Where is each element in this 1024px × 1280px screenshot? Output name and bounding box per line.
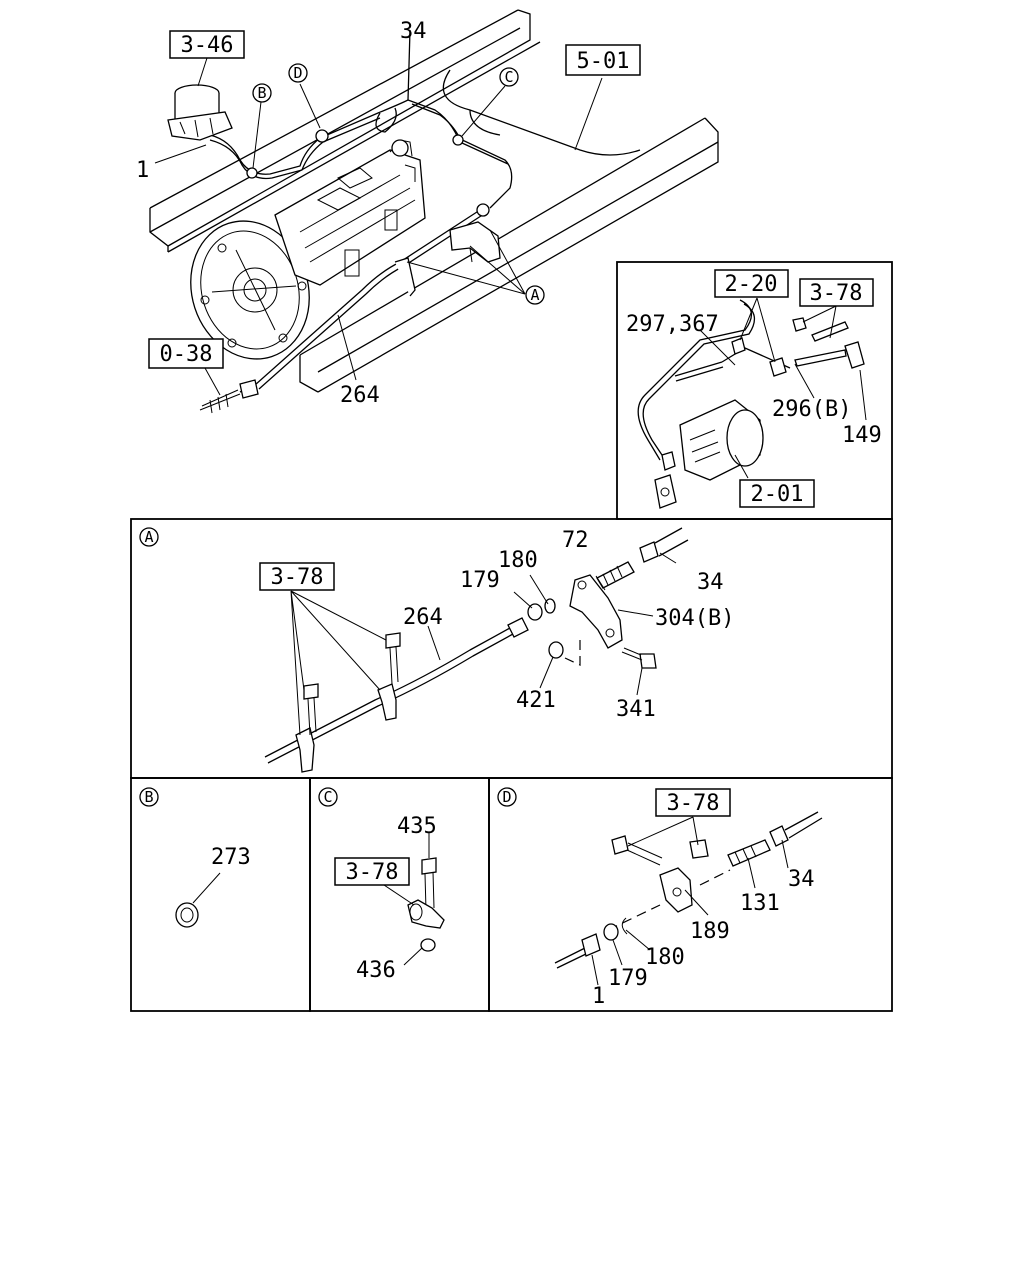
- ref-box-5-01: 5-01: [565, 44, 641, 76]
- main-assembly-view: 3-46 5-01 0-38 34 1 264 B D C A: [136, 9, 719, 414]
- svg-text:3-46: 3-46: [181, 33, 234, 58]
- svg-text:A: A: [144, 528, 153, 546]
- detail-d-label-179: 179: [608, 966, 648, 991]
- callout-b: B: [252, 83, 272, 103]
- svg-text:2-20: 2-20: [725, 272, 778, 297]
- detail-b-panel: B 273: [130, 777, 311, 1012]
- transmission: [190, 139, 426, 360]
- callout-d: D: [288, 63, 308, 83]
- svg-text:3-78: 3-78: [346, 860, 399, 885]
- air-valve: [167, 84, 233, 141]
- ref-box-3-46: 3-46: [169, 30, 245, 59]
- inset-ref-box-2-20: 2-20: [714, 269, 789, 298]
- callout-a: A: [525, 285, 545, 305]
- detail-c-ref-box-3-78: 3-78: [334, 857, 410, 886]
- svg-text:A: A: [530, 286, 539, 304]
- label-264: 264: [340, 383, 380, 408]
- cable-brackets: [394, 221, 501, 297]
- detail-d-panel: D 3-78 34 131: [488, 777, 893, 1012]
- label-34: 34: [400, 19, 427, 44]
- detail-d-label-131: 131: [740, 891, 780, 916]
- detail-a-label-421: 421: [516, 688, 556, 713]
- svg-text:C: C: [323, 788, 332, 806]
- detail-a-label-304b: 304(B): [655, 606, 734, 631]
- inset-panel: 2-20 3-78 2-01 297,367 296(B) 149: [616, 261, 893, 520]
- svg-text:C: C: [504, 68, 513, 86]
- detail-c-label-435: 435: [397, 814, 437, 839]
- label-296b: 296(B): [772, 397, 851, 422]
- detail-a-label-264: 264: [403, 605, 443, 630]
- svg-text:0-38: 0-38: [160, 342, 213, 367]
- inset-ref-box-3-78: 3-78: [799, 278, 874, 307]
- detail-a-panel: A: [130, 518, 893, 779]
- svg-text:2-01: 2-01: [751, 482, 804, 507]
- svg-text:D: D: [502, 788, 511, 806]
- label-149: 149: [842, 423, 882, 448]
- detail-a-ref-box-3-78: 3-78: [259, 562, 335, 591]
- svg-text:D: D: [293, 64, 302, 82]
- detail-c-panel: C 3-78 435 436: [309, 777, 490, 1012]
- detail-d-label-189: 189: [690, 919, 730, 944]
- svg-text:3-78: 3-78: [667, 791, 720, 816]
- svg-text:B: B: [144, 788, 153, 806]
- inset-ref-box-2-01: 2-01: [739, 479, 815, 508]
- svg-text:3-78: 3-78: [271, 565, 324, 590]
- detail-a-label-34: 34: [697, 570, 724, 595]
- detail-d-label-180: 180: [645, 945, 685, 970]
- detail-a-label-180: 180: [498, 548, 538, 573]
- callout-c: C: [499, 67, 519, 87]
- frame-rail: [149, 9, 719, 393]
- detail-a-label-72: 72: [562, 528, 589, 553]
- detail-d-label-34: 34: [788, 867, 815, 892]
- detail-a-callout: A: [139, 527, 159, 547]
- leader-lines: [154, 57, 603, 396]
- detail-a-label-179: 179: [460, 568, 500, 593]
- detail-c-callout: C: [318, 787, 338, 807]
- label-297-367: 297,367: [626, 312, 719, 337]
- svg-text:3-78: 3-78: [810, 281, 863, 306]
- detail-b-label-273: 273: [211, 845, 251, 870]
- label-1: 1: [136, 158, 149, 183]
- detail-d-ref-box-3-78: 3-78: [655, 788, 731, 817]
- detail-b-callout: B: [139, 787, 159, 807]
- svg-text:5-01: 5-01: [577, 49, 630, 74]
- ref-box-0-38: 0-38: [148, 338, 224, 369]
- detail-a-label-341: 341: [616, 697, 656, 722]
- detail-d-label-1: 1: [592, 984, 605, 1009]
- detail-d-callout: D: [497, 787, 517, 807]
- detail-c-label-436: 436: [356, 958, 396, 983]
- svg-text:B: B: [257, 84, 266, 102]
